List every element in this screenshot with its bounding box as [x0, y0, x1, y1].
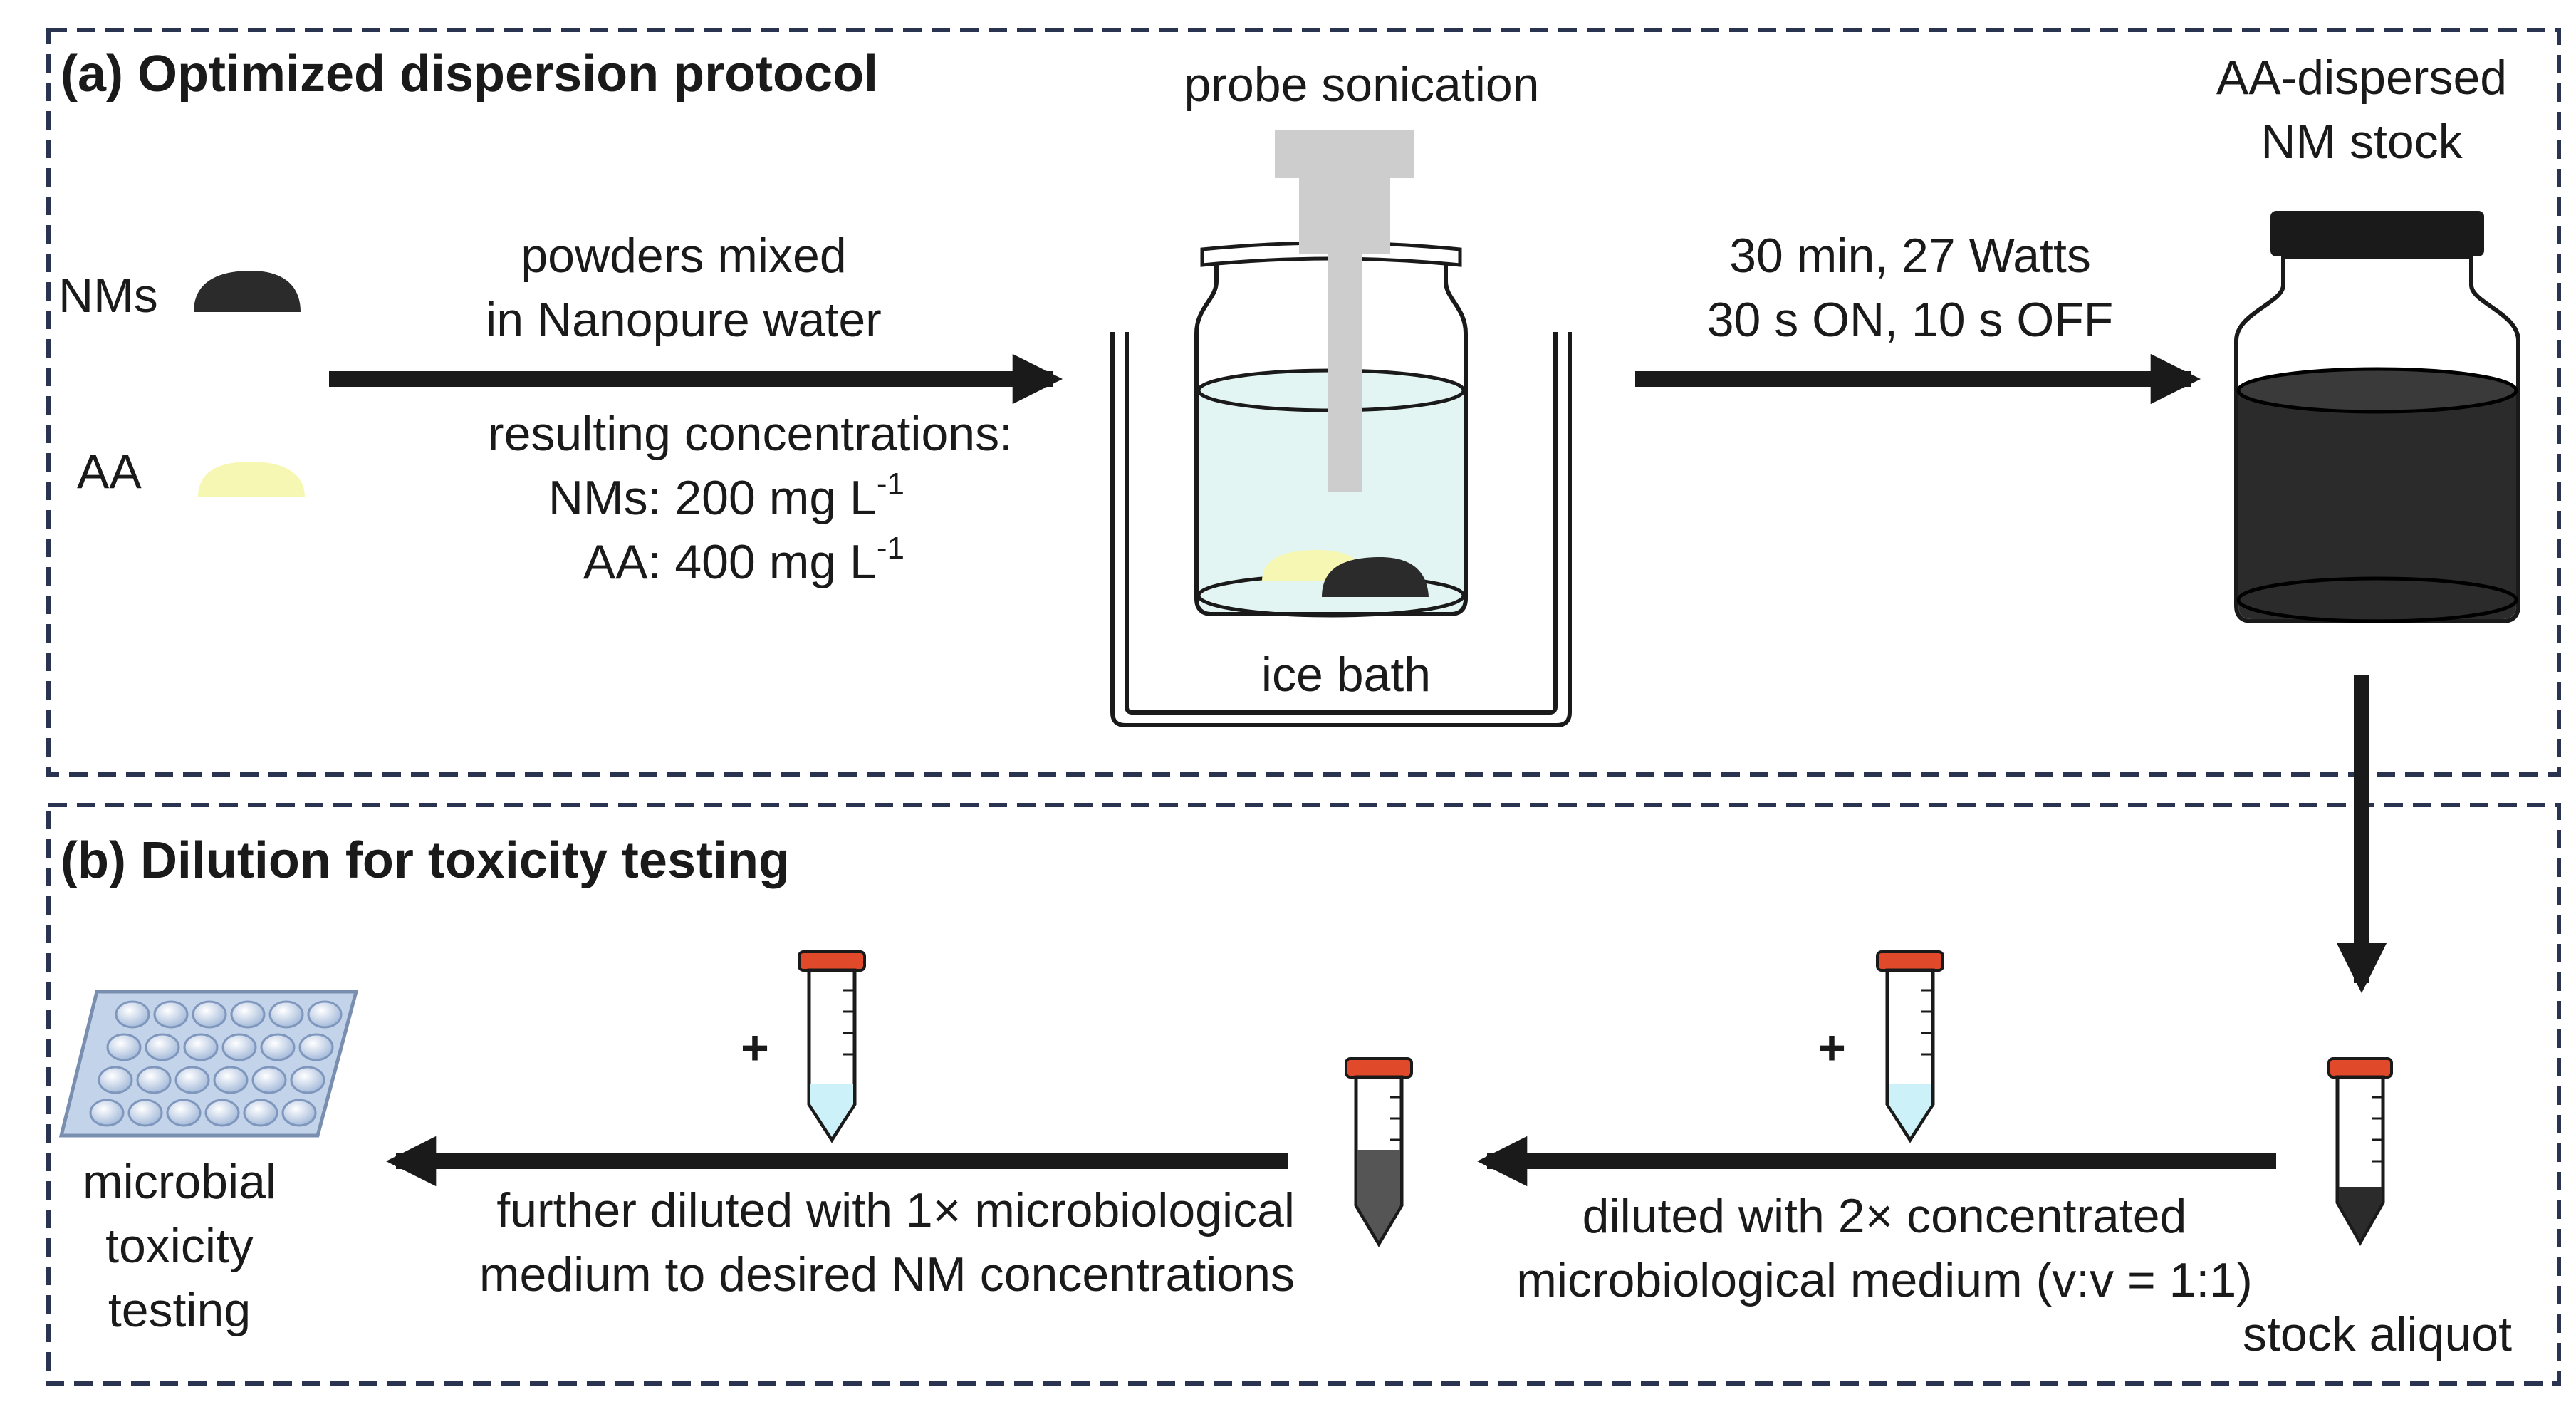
well — [243, 1099, 278, 1127]
probe-label: probe sonication — [1184, 58, 1539, 112]
stock-aliquot-tube — [2327, 1057, 2393, 1247]
sonication-line-2: 30 s ON, 10 s OFF — [1707, 293, 2114, 347]
well — [192, 1000, 227, 1029]
dilution-2-line-2: medium to desired NM concentrations — [479, 1247, 1295, 1302]
conc-heading: resulting concentrations: — [488, 407, 1013, 461]
well — [298, 1033, 334, 1061]
well — [136, 1066, 172, 1094]
aa-powder-icon — [198, 462, 305, 497]
panel-b-title: (b) Dilution for toxicity testing — [61, 832, 790, 889]
sonication-probe — [1275, 130, 1414, 492]
well — [213, 1066, 249, 1094]
panel-a-frame — [46, 28, 2561, 777]
well-plate-icon — [58, 990, 359, 1138]
well — [290, 1066, 325, 1094]
sonication-line-1: 30 min, 27 Watts — [1729, 229, 2091, 283]
conc-nms-exponent: -1 — [877, 467, 904, 502]
ice-bath — [1110, 332, 1572, 727]
conc-nms-line: NMs: 200 mg L-1 — [548, 467, 904, 525]
well — [174, 1066, 210, 1094]
final-line-2: toxicity — [105, 1219, 254, 1273]
stock-aliquot-label: stock aliquot — [2243, 1307, 2512, 1361]
well — [166, 1099, 202, 1127]
well — [115, 1000, 150, 1029]
well — [204, 1099, 240, 1127]
dilution-1-line-2: microbiological medium (v:v = 1:1) — [1516, 1253, 2253, 1307]
stock-label-line-2: NM stock — [2260, 115, 2463, 169]
diluted-tube — [1345, 1057, 1413, 1247]
plus-sign-1: + — [1818, 1021, 1846, 1075]
well — [307, 1000, 343, 1029]
ice-bath-label: ice bath — [1261, 648, 1431, 702]
conc-aa-line: AA: 400 mg L-1 — [583, 531, 904, 589]
plus-sign-2: + — [741, 1021, 769, 1075]
stock-label-line-1: AA-dispersed — [2216, 51, 2507, 105]
well — [127, 1099, 163, 1127]
well — [183, 1033, 219, 1061]
well — [153, 1000, 189, 1029]
medium-tube-2x — [1876, 950, 1944, 1143]
well — [268, 1000, 304, 1029]
nm-powder-icon — [194, 271, 301, 312]
panel-b-frame — [46, 803, 2561, 1386]
well — [106, 1033, 142, 1061]
final-line-1: microbial — [83, 1155, 276, 1209]
mix-line-2: in Nanopure water — [486, 293, 882, 347]
nms-label: NMs — [58, 269, 158, 323]
well — [251, 1066, 287, 1094]
nm-powder-in-bottle — [1322, 557, 1429, 597]
dilution-1-line-1: diluted with 2× concentrated — [1582, 1189, 2187, 1243]
well — [281, 1099, 317, 1127]
well — [260, 1033, 296, 1061]
conc-aa-text: AA: 400 mg L — [583, 535, 877, 589]
mix-line-1: powders mixed — [521, 229, 846, 283]
final-line-3: testing — [108, 1283, 251, 1337]
medium-tube-1x — [798, 950, 866, 1143]
well — [98, 1066, 133, 1094]
well — [145, 1033, 180, 1061]
panel-a-title: (a) Optimized dispersion protocol — [61, 46, 878, 103]
well — [230, 1000, 266, 1029]
well — [221, 1033, 257, 1061]
dilution-2-line-1: further diluted with 1× microbiological — [496, 1183, 1295, 1237]
conc-nms-text: NMs: 200 mg L — [548, 471, 877, 525]
nm-stock-bottle — [2234, 211, 2520, 623]
aa-label: AA — [77, 445, 142, 499]
conc-aa-exponent: -1 — [877, 531, 904, 566]
well — [89, 1099, 125, 1127]
